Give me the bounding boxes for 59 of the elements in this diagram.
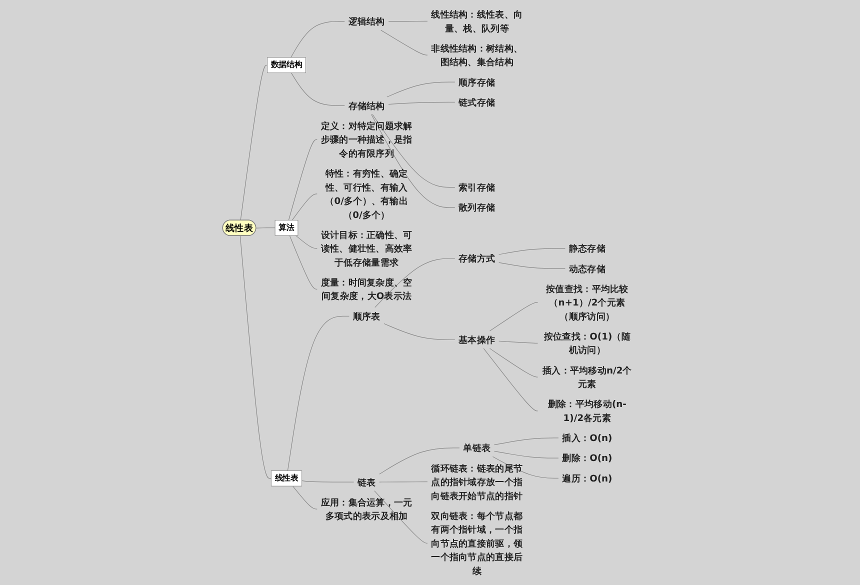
node-text: 链表 [358,476,376,488]
connector [288,316,350,472]
connector [498,262,566,269]
node-text: 顺序存储 [458,76,496,88]
node-text: 应用：集合运算，一元多项式的表示及相加 [321,496,413,522]
node-text: 非线性结构：树结构、图结构、集合结构 [431,42,524,68]
connector [292,194,318,220]
connector [498,340,538,344]
connector [291,72,346,106]
node-text: 设计目标：正确性、可读性、健壮性、高效率于低存储量需求 [321,229,413,268]
connector [371,114,456,208]
node-text: 散列存储 [458,202,496,213]
node-text: 循环链表：链表的尾节点的指针域存放一个指向链表开始节点的指针 [431,462,524,502]
connector [296,235,318,249]
connector [498,248,566,255]
connector [372,114,456,188]
connector [490,348,538,378]
connector [240,236,272,479]
node-text: 按值查找：平均比较（n+1）/2个元素（顺序访问） [546,283,629,322]
connector [380,30,428,56]
node-text: 动态存储 [569,263,606,274]
connector [388,102,456,105]
connector [374,258,456,308]
connector [384,323,456,340]
connector [290,21,346,58]
node-text: 删除：O(n) [562,452,613,464]
node-text: 度量：时间复杂度、空间复杂度，大O表示法 [321,276,413,302]
connector [292,486,318,510]
node-text: 链式存储 [458,96,496,108]
connector [374,490,428,544]
node-text: 插入：O(n) [562,432,613,444]
node-text: 静态存储 [569,242,606,254]
node-text: 双向链表：每个节点都有两个指针域，一个指向节点的直接前驱，领一个指向节点的直接后续 [431,510,524,576]
connector [240,64,268,221]
connector [302,480,354,482]
node-text: 定义：对特定问题求解步骤的一种描述，是指令的有限序列 [321,120,413,159]
node-text: 特性：有穷性、确定性、可行性、有输入（0/多个）、有输出（0/多个） [325,168,408,220]
node-text: 索引存储 [458,182,496,193]
node-text: 删除：平均移动(n-1)/2各元素 [548,398,627,424]
node-text: 存储方式 [458,253,496,264]
node-text: 存储结构 [348,100,386,112]
node-text: 线性结构：线性表、向量、栈、队列等 [431,8,524,34]
node-text: 按位查找：O(1)（随机访问） [544,330,631,356]
connector [388,20,428,22]
node-text: 插入：平均移动n/2个元素 [542,364,632,390]
connector [494,450,560,458]
node-text: 逻辑结构 [348,16,386,27]
connector [290,235,318,290]
connector [492,456,560,478]
connector [484,348,538,412]
connector [379,448,460,474]
connector [288,139,318,220]
connector [494,438,560,446]
node-text: 遍历：O(n) [562,472,613,484]
node-text: 基本操作 [458,334,496,346]
node-text: 顺序表 [353,310,381,322]
connector [490,302,538,332]
node-text: 单链表 [464,442,491,454]
connector [387,82,456,98]
